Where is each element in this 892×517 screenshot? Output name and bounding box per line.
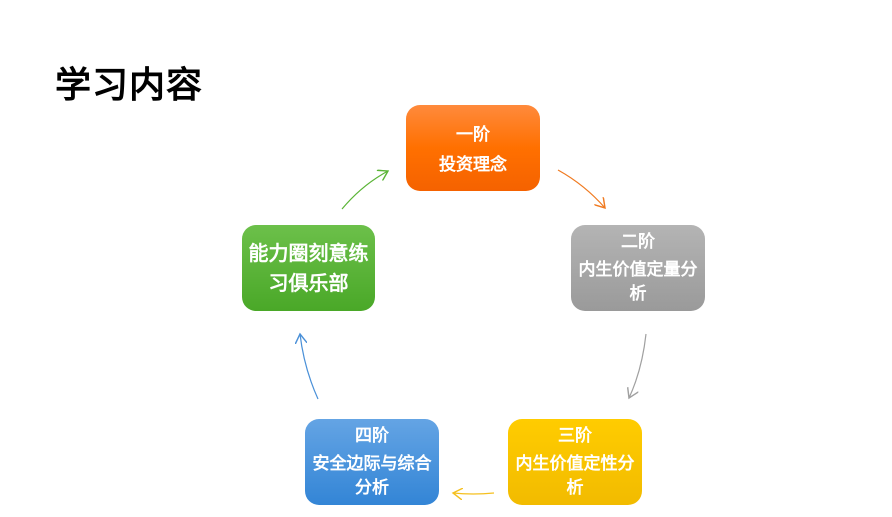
stage-label: 二阶 bbox=[621, 232, 655, 252]
stage-desc: 安全边际与综合分析 bbox=[312, 454, 432, 498]
arrow-5-to-1 bbox=[341, 171, 388, 210]
club-desc: 能力圈刻意练习俱乐部 bbox=[248, 241, 369, 295]
stage-1-box: 一阶 投资理念 bbox=[406, 105, 540, 191]
stage-3-box: 三阶 内生价值定性分析 bbox=[508, 419, 642, 505]
arrow-4-to-5 bbox=[300, 334, 319, 400]
stage-desc: 内生价值定量分析 bbox=[578, 260, 698, 304]
stage-2-box: 二阶 内生价值定量分析 bbox=[571, 225, 705, 311]
arrow-2-to-3 bbox=[629, 333, 647, 398]
stage-4-box: 四阶 安全边际与综合分析 bbox=[305, 419, 439, 505]
arrow-1-to-2 bbox=[557, 169, 605, 208]
stage-desc: 内生价值定性分析 bbox=[515, 454, 635, 498]
stage-label: 三阶 bbox=[558, 426, 592, 446]
stage-label: 一阶 bbox=[456, 124, 490, 145]
page-title: 学习内容 bbox=[55, 64, 204, 106]
stage-desc: 投资理念 bbox=[439, 154, 507, 175]
club-box: 能力圈刻意练习俱乐部 bbox=[242, 225, 375, 311]
arrow-3-to-4 bbox=[453, 493, 495, 494]
stage-label: 四阶 bbox=[355, 426, 389, 446]
